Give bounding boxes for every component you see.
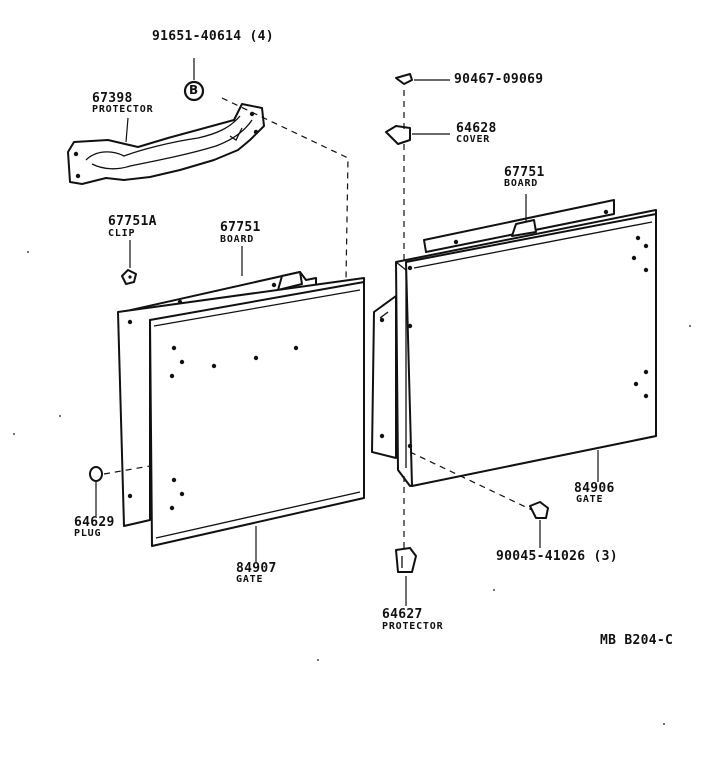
callout-91651-40614-number: 91651-40614 (4) [152,29,274,44]
bolt-marker-b [183,80,205,102]
callout-64629-number: 64629 [74,515,115,530]
callout-67751-right-name: BOARD [504,178,539,189]
gate-84906-hinge-side [371,295,397,459]
protector-64627 [395,547,417,573]
callout-64628-name: COVER [456,134,491,145]
callout-64629-name: PLUG [74,528,102,539]
callout-67751-left-number: 67751 [220,220,261,235]
callout-67751a-name: CLIP [108,228,136,239]
gate-84906 [395,209,657,487]
callout-67398-name: PROTECTOR [92,104,154,115]
callout-64627-name: PROTECTOR [382,621,444,632]
gate-84907 [149,281,365,547]
board-67751-right [423,199,615,253]
callout-84907-name: GATE [236,574,264,585]
callout-90467-09069-number: 90467-09069 [454,72,544,87]
protector-bar-67398 [67,103,265,185]
leader-lines [95,58,599,606]
assembly-dashed-lines [103,90,533,548]
clip-67751a [121,269,137,285]
scan-specks [13,251,691,725]
callout-67398-number: 67398 [92,91,133,106]
bolt-marker-letter: B [189,83,199,97]
cover-64628 [385,125,411,145]
callout-90045-41026-number: 90045-41026 (3) [496,549,618,564]
callout-84907-number: 84907 [236,561,277,576]
plug-64629 [89,466,103,482]
bolt-90045-41026 [529,501,549,519]
callout-64628-number: 64628 [456,121,497,136]
callout-64627-number: 64627 [382,607,423,622]
callout-84906-number: 84906 [574,481,615,496]
callout-67751-left-name: BOARD [220,234,255,245]
drawing-code: MB B204-C [600,633,674,648]
callout-84906-name: GATE [576,494,604,505]
screw-90467-09069 [395,73,413,85]
callout-67751a-number: 67751A [108,214,157,229]
callout-67751-right-number: 67751 [504,165,545,180]
